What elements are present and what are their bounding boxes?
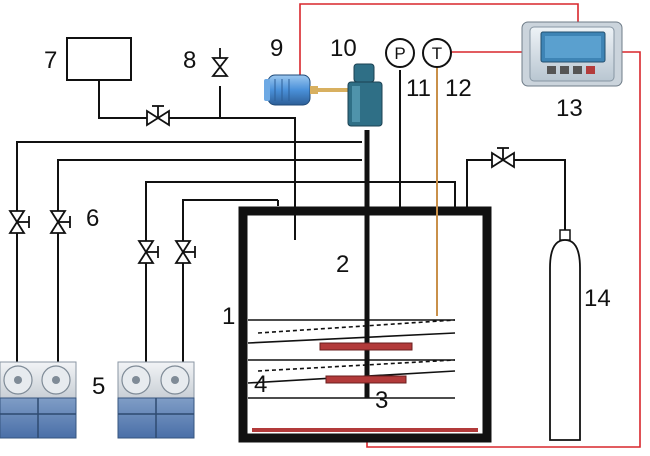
- valve-gas-line[interactable]: [491, 147, 515, 168]
- valve-vacuum-line[interactable]: [146, 105, 170, 126]
- label-4: 4: [254, 371, 267, 398]
- label-11: 11: [406, 75, 431, 102]
- svg-text:T: T: [432, 44, 442, 63]
- vent-valve-icon[interactable]: [211, 48, 229, 77]
- valve-chiller-a-1[interactable]: [9, 210, 30, 234]
- valve-chiller-a-2[interactable]: [50, 210, 71, 234]
- valve-chiller-b-1[interactable]: [138, 240, 159, 264]
- controller-icon: [521, 21, 623, 87]
- label-9: 9: [270, 35, 283, 62]
- motor-icon: [264, 74, 348, 106]
- temperature-gauge: T: [422, 38, 452, 68]
- gas-cylinder-icon: [549, 229, 581, 441]
- label-14: 14: [584, 285, 611, 312]
- label-7: 7: [44, 47, 57, 74]
- label-10: 10: [330, 35, 357, 62]
- label-12: 12: [445, 75, 472, 102]
- heater-upper: [319, 342, 413, 351]
- reaction-vessel: [238, 65, 492, 443]
- label-1: 1: [222, 303, 235, 330]
- label-8: 8: [183, 47, 196, 74]
- label-3: 3: [375, 387, 388, 414]
- label-2: 2: [336, 251, 349, 278]
- chiller-left: [0, 361, 77, 439]
- label-6: 6: [86, 205, 99, 232]
- label-13: 13: [556, 95, 583, 122]
- valve-chiller-b-2[interactable]: [175, 240, 196, 264]
- svg-text:P: P: [394, 44, 405, 63]
- reducer-icon: [347, 63, 383, 127]
- pressure-gauge: P: [385, 38, 415, 68]
- vacuum-pump-box: [66, 37, 132, 81]
- heater-lower: [325, 375, 407, 384]
- label-5: 5: [92, 373, 105, 400]
- chiller-right: [117, 361, 195, 439]
- piping: [16, 70, 566, 398]
